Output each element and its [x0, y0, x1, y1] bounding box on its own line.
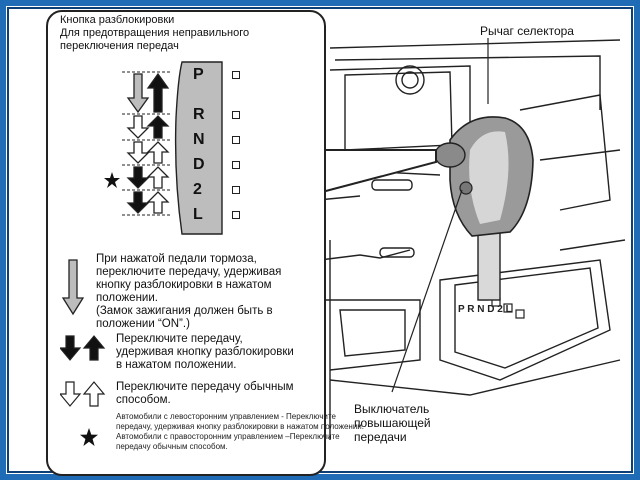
star-icon: [104, 172, 120, 188]
panel-title: Кнопка разблокировки: [60, 14, 175, 26]
gear-marker-p: [232, 71, 240, 79]
overdrive-switch-label-line1: Выключатель: [354, 402, 430, 416]
legend-3-line-1: Переключите передачу обычным: [116, 381, 294, 393]
gear-label-d: D: [193, 156, 205, 173]
legend-3-line-2: способом.: [116, 394, 171, 406]
panel-subtitle-line1: Для предотвращения неправильного: [60, 27, 250, 39]
gear-label-p: P: [193, 66, 204, 83]
legend-2-line-2: удерживая кнопку разблокировки: [116, 346, 294, 358]
legend-1-line-5: (Замок зажигания должен быть в: [96, 305, 273, 317]
gear-label-r: R: [193, 106, 205, 123]
gear-plate: [174, 61, 223, 235]
selector-lever-label: Рычаг селектора: [480, 24, 574, 38]
gear-marker-l: [232, 211, 240, 219]
shift-arrows-diagram: [122, 71, 172, 216]
gear-label-2: 2: [193, 181, 202, 198]
gear-marker-d: [232, 161, 240, 169]
gear-label-n: N: [193, 131, 205, 148]
footnote-line-3: Автомобили с правосторонним управлением …: [116, 432, 340, 441]
white-arrows-icon: [60, 381, 106, 407]
overdrive-switch-label-line3: передачи: [354, 430, 407, 444]
legend-1-line-6: положении “ON”.): [96, 318, 190, 330]
legend-1-line-3: кнопку разблокировки в нажатом: [96, 279, 272, 291]
gear-label-l: L: [193, 206, 203, 223]
footnote-line-4: передачу обычным способом.: [116, 442, 228, 451]
svg-text:P R N D 2 L: P R N D 2 L: [458, 304, 512, 315]
gear-marker-n: [232, 136, 240, 144]
gear-marker-r: [232, 111, 240, 119]
overdrive-switch-label-line2: повышающей: [354, 416, 431, 430]
footnote-line-1: Автомобили с левосторонним управлением -…: [116, 412, 336, 421]
legend-1-line-4: положении.: [96, 292, 158, 304]
legend-1-line-1: При нажатой педали тормоза,: [96, 253, 257, 265]
gray-down-arrow-icon: [62, 259, 84, 316]
legend-1-line-2: переключите передачу, удерживая: [96, 266, 282, 278]
footnote-line-2: передачу, удерживая кнопку разблокировки…: [116, 422, 364, 431]
black-arrows-icon: [60, 335, 106, 361]
gear-marker-2: [232, 186, 240, 194]
legend-2-line-1: Переключите передачу,: [116, 333, 243, 345]
star-icon: [80, 428, 98, 446]
legend-2-line-3: в нажатом положении.: [116, 359, 237, 371]
panel-subtitle-line2: переключения передач: [60, 40, 179, 52]
